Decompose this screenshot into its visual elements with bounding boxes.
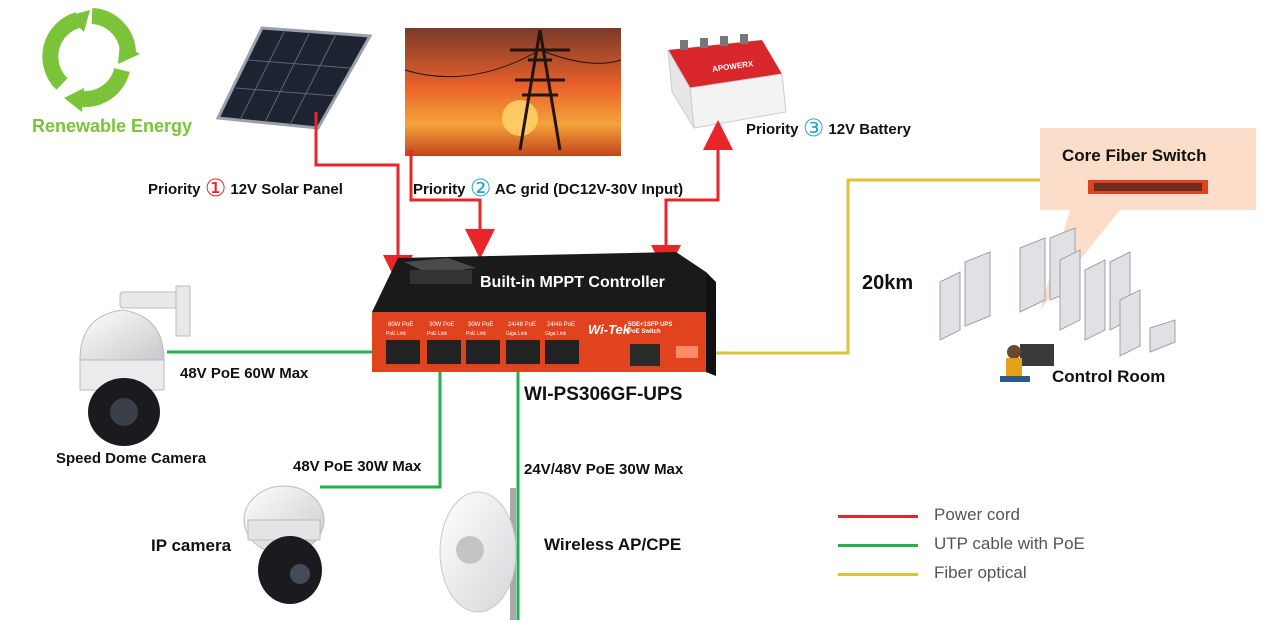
port-sublabel: PoE Link: [466, 331, 487, 337]
legend-item: UTP cable with PoE: [836, 533, 1136, 557]
legend-swatch: [838, 573, 918, 576]
battery-label: 12V Battery: [828, 121, 911, 138]
core-switch-label: Core Fiber Switch: [1062, 146, 1207, 165]
legend-label: UTP cable with PoE: [934, 534, 1085, 553]
battery-priority-label: Priority ③ 12V Battery: [746, 114, 911, 142]
switch-subtitle: 5GE+1SFP UPS PoE Switch: [628, 322, 673, 335]
speed-dome-label: Speed Dome Camera: [56, 450, 207, 467]
solar-panel-image: [215, 26, 373, 130]
priority-number-2: ②: [469, 174, 492, 202]
speed-dome-camera-image: [79, 285, 191, 446]
legend-swatch: [838, 515, 918, 518]
grid-label: AC grid (DC12V-30V Input): [494, 181, 684, 198]
solar-priority-label: Priority ① 12V Solar Panel: [148, 174, 343, 202]
server-racks-image: [939, 227, 1176, 357]
legend-swatch: [838, 544, 918, 547]
operator-icon: [1000, 344, 1054, 382]
battery-image: [667, 34, 787, 129]
wireless-label: Wireless AP/CPE: [544, 535, 682, 554]
priority-word: Priority: [746, 121, 799, 138]
legend-item: Fiber optical: [836, 562, 1136, 586]
priority-number-1: ①: [204, 174, 227, 202]
port-label: 60W PoE: [388, 322, 414, 328]
port-label: 30W PoE: [468, 322, 494, 328]
legend-label: Power cord: [934, 505, 1020, 524]
poe-switch: [372, 252, 716, 376]
speed-dome-link-label: 48V PoE 60W Max: [180, 365, 309, 382]
port-label: 24/48 PoE: [547, 322, 576, 328]
control-room-label: Control Room: [1052, 367, 1166, 386]
solar-label: 12V Solar Panel: [230, 181, 343, 198]
priority-word: Priority: [413, 181, 466, 198]
renewable-label: Renewable Energy: [32, 116, 193, 136]
port-label: 24/48 PoE: [508, 322, 537, 328]
port-sublabel: Giga Link: [506, 331, 528, 337]
ip-camera-label: IP camera: [151, 536, 232, 555]
switch-brand: Wi-Tek: [588, 322, 631, 337]
ac-grid-image: [404, 28, 622, 156]
priority-word: Priority: [148, 181, 201, 198]
legend-item: Power cord: [836, 504, 1136, 528]
port-sublabel: PoE Link: [386, 331, 407, 337]
port-sublabel: Giga Link: [545, 331, 567, 337]
wireless-link-label: 24V/48V PoE 30W Max: [524, 461, 684, 478]
grid-priority-label: Priority ② AC grid (DC12V-30V Input): [413, 174, 683, 202]
recycle-icon: [42, 8, 140, 112]
ip-camera-link-label: 48V PoE 30W Max: [293, 458, 422, 475]
ip-camera-image: [243, 485, 325, 604]
legend-label: Fiber optical: [934, 563, 1027, 582]
port-sublabel: PoE Link: [427, 331, 448, 337]
priority-number-3: ③: [802, 114, 825, 142]
model-label: WI-PS306GF-UPS: [524, 384, 683, 405]
wireless-ap-image: [439, 488, 517, 620]
distance-label: 20km: [862, 272, 914, 294]
port-label: 30W PoE: [429, 322, 455, 328]
port-group: [386, 340, 698, 366]
mppt-label: Built-in MPPT Controller: [480, 274, 665, 291]
